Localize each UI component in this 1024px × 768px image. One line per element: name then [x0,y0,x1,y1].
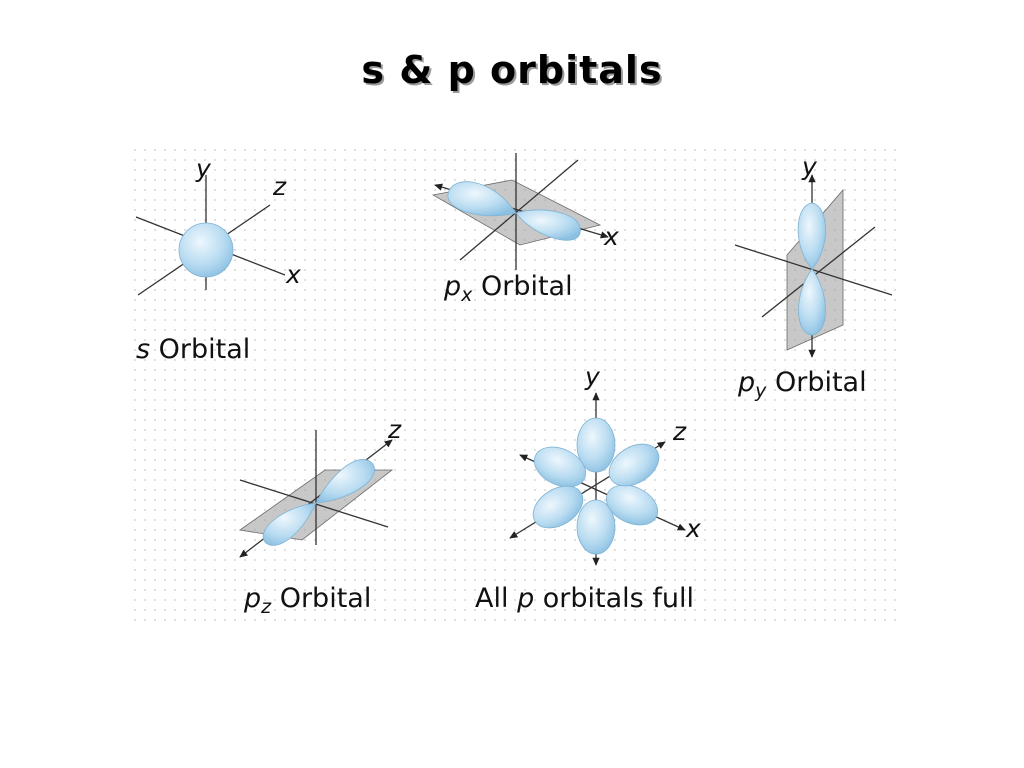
orbitals-figure: y z x s Orbital x px Orbital y py Orbita… [130,145,900,623]
pz-orbital-caption: pz Orbital [243,583,371,618]
slide-title: s & p orbitals [361,48,663,92]
all-z-axis-label: z [672,417,687,446]
s-orbital-caption: s Orbital [136,334,250,365]
all-y-axis-label: y [584,362,601,391]
py-orbital-caption: py Orbital [737,367,867,402]
px-orbital-caption: px Orbital [443,271,573,306]
py-orbital-diagram: y py Orbital [734,152,893,402]
pz-z-axis-label: z [387,415,402,444]
six-lobe-cluster [532,417,660,555]
s-z-axis-label: z [272,172,287,201]
px-x-axis-label: x [603,222,619,251]
s-orbital-diagram: y z x s Orbital [135,154,301,365]
all-p-orbitals-caption: All p orbitals full [475,583,694,614]
all-x-axis-label: x [685,514,701,543]
s-y-axis-label: y [195,154,212,183]
py-y-axis-label: y [801,152,818,181]
all-p-orbitals-diagram: y z x All p orbitals full [475,362,701,614]
s-x-axis-label: x [285,260,301,289]
s-orbital-sphere [178,222,234,278]
pz-orbital-diagram: z pz Orbital [238,415,402,618]
px-orbital-diagram: x px Orbital [431,153,619,306]
